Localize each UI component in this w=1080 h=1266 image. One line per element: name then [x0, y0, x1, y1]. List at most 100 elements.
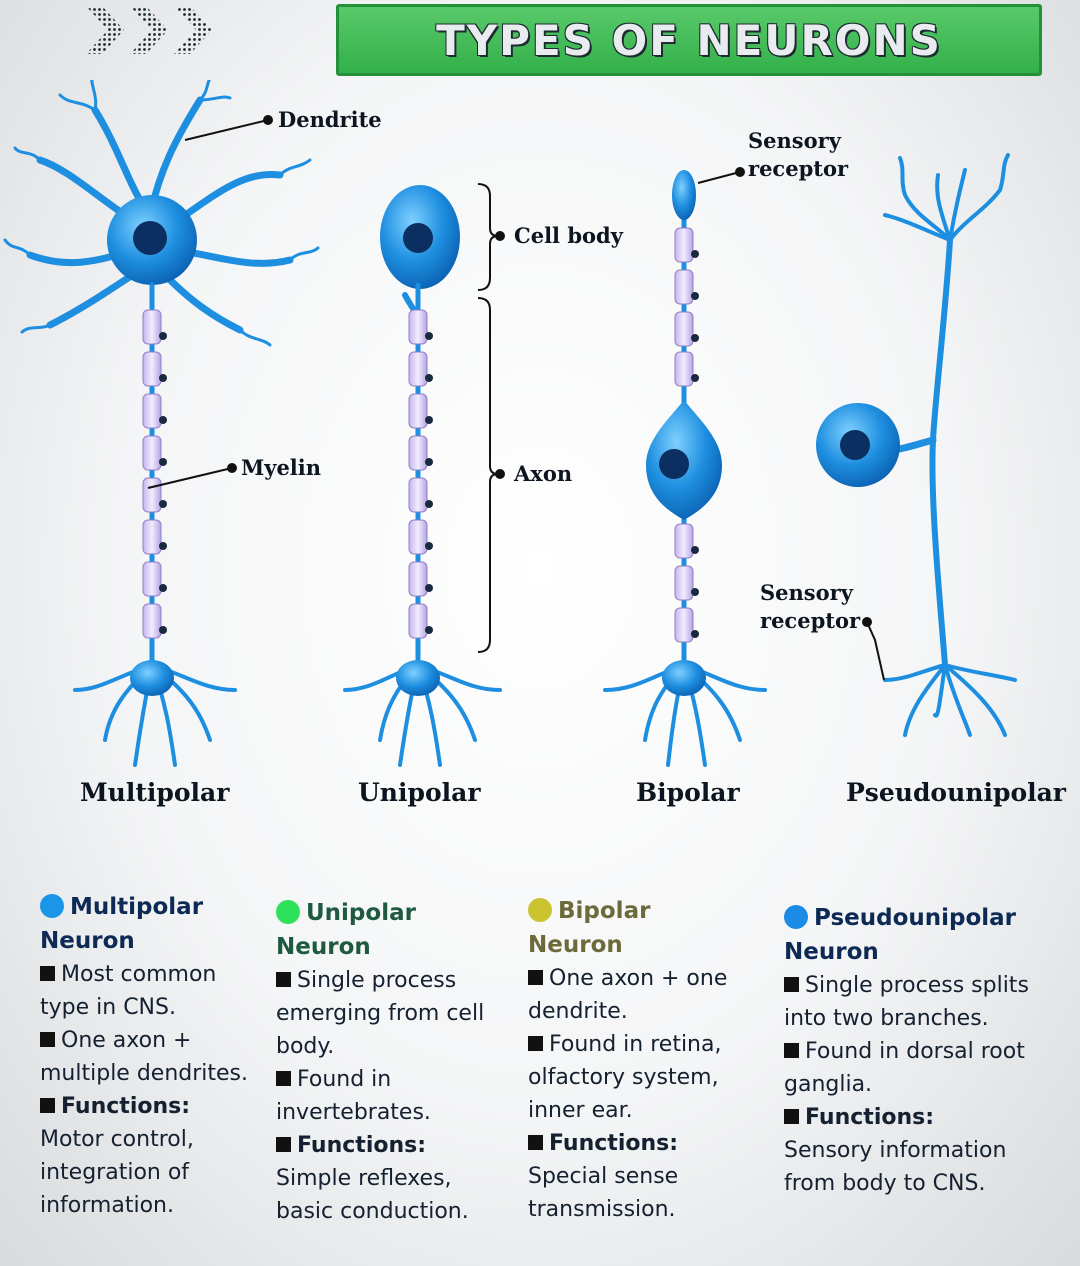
bipolar-functions-label: Functions:	[528, 1127, 753, 1160]
multipolar-point-2: One axon + multiple dendrites.	[40, 1028, 249, 1086]
unipolar-point-1: Single process emerging from cell body.	[276, 968, 485, 1059]
bullet-square-icon	[276, 1137, 291, 1152]
schwann-nucleus	[691, 546, 699, 554]
myelin-sheath	[408, 561, 428, 597]
myelin-sheath	[142, 309, 162, 345]
schwann-nucleus	[159, 584, 167, 592]
myelin-sheath	[142, 351, 162, 387]
schwann-nucleus	[159, 500, 167, 508]
sensory-receptor-top-label: Sensory receptor	[748, 128, 849, 181]
myelin-sheath	[142, 393, 162, 429]
unipolar-functions-label: Functions:	[276, 1129, 501, 1162]
dendrite-label: Dendrite	[278, 107, 382, 132]
bullet-square-icon	[784, 1043, 799, 1058]
myelin-sheath	[674, 351, 694, 387]
unipolar-functions: Simple reflexes, basic conduction.	[276, 1166, 469, 1224]
bullet-square-icon	[784, 977, 799, 992]
bullet-square-icon	[40, 966, 55, 981]
axon-label: Axon	[514, 461, 573, 486]
myelin-sheath	[408, 603, 428, 639]
multipolar-name: Multipolar	[80, 778, 230, 807]
myelin-label: Myelin	[241, 455, 322, 480]
label-leader-lines	[147, 115, 885, 681]
multipolar-neuron	[3, 80, 320, 767]
chevron-decoration-icon	[86, 6, 212, 54]
schwann-nucleus	[691, 292, 699, 300]
pseudounipolar-neuron	[816, 153, 1017, 737]
myelin-sheath	[674, 269, 694, 305]
bipolar-point-2: Found in retina, olfactory system, inner…	[528, 1032, 722, 1123]
unipolar-point-2: Found in invertebrates.	[276, 1067, 431, 1125]
schwann-nucleus	[425, 458, 433, 466]
bullet-square-icon	[276, 972, 291, 987]
cell-body-label: Cell body	[514, 223, 623, 248]
bullet-square-icon	[528, 1135, 543, 1150]
unipolar-neuron	[343, 185, 502, 767]
schwann-nucleus	[159, 626, 167, 634]
myelin-sheath	[674, 523, 694, 559]
bullet-square-icon	[40, 1098, 55, 1113]
myelin-sheath	[408, 393, 428, 429]
schwann-nucleus	[425, 584, 433, 592]
myelin-sheath	[408, 435, 428, 471]
unipolar-dot-icon	[276, 900, 300, 924]
pseudounipolar-functions: Sensory information from body to CNS.	[784, 1138, 1007, 1196]
schwann-nucleus	[691, 374, 699, 382]
schwann-nucleus	[425, 626, 433, 634]
bullet-square-icon	[528, 970, 543, 985]
bullet-square-icon	[40, 1032, 55, 1047]
schwann-nucleus	[425, 332, 433, 340]
bipolar-point-1: One axon + one dendrite.	[528, 966, 728, 1024]
schwann-nucleus	[159, 332, 167, 340]
unipolar-name: Unipolar	[358, 778, 481, 807]
pseudounipolar-functions-label: Functions:	[784, 1101, 1034, 1134]
schwann-nucleus	[159, 416, 167, 424]
pseudounipolar-name: Pseudounipolar	[846, 778, 1066, 807]
pseudounipolar-point-2: Found in dorsal root ganglia.	[784, 1039, 1025, 1097]
neuron-diagram	[3, 80, 1017, 767]
multipolar-point-1: Most common type in CNS.	[40, 962, 217, 1020]
bipolar-functions: Special sense transmission.	[528, 1164, 679, 1222]
myelin-sheath	[408, 351, 428, 387]
myelin-sheath	[142, 477, 162, 513]
pseudounipolar-dot-icon	[784, 905, 808, 929]
bipolar-dot-icon	[528, 898, 552, 922]
myelin-sheath	[674, 227, 694, 263]
schwann-nucleus	[691, 334, 699, 342]
myelin-sheath	[142, 435, 162, 471]
myelin-segments	[142, 227, 699, 643]
myelin-sheath	[674, 607, 694, 643]
pseudounipolar-point-1: Single process splits into two branches.	[784, 973, 1029, 1031]
schwann-nucleus	[425, 416, 433, 424]
multipolar-functions-label: Functions:	[40, 1090, 255, 1123]
schwann-nucleus	[691, 250, 699, 258]
page-title: TYPES OF NEURONS	[436, 15, 942, 65]
multipolar-dot-icon	[40, 894, 64, 918]
schwann-nucleus	[691, 588, 699, 596]
bipolar-name: Bipolar	[636, 778, 740, 807]
schwann-nucleus	[159, 458, 167, 466]
schwann-nucleus	[425, 500, 433, 508]
sensory-receptor-bottom-label: Sensory receptor	[760, 580, 861, 633]
bullet-square-icon	[528, 1036, 543, 1051]
schwann-nucleus	[159, 542, 167, 550]
schwann-nucleus	[425, 542, 433, 550]
myelin-sheath	[408, 477, 428, 513]
title-banner: TYPES OF NEURONS	[336, 4, 1042, 76]
myelin-sheath	[674, 311, 694, 347]
schwann-nucleus	[425, 374, 433, 382]
multipolar-functions: Motor control, integration of informatio…	[40, 1127, 194, 1218]
bullet-square-icon	[276, 1071, 291, 1086]
myelin-sheath	[142, 603, 162, 639]
schwann-nucleus	[159, 374, 167, 382]
myelin-sheath	[408, 519, 428, 555]
